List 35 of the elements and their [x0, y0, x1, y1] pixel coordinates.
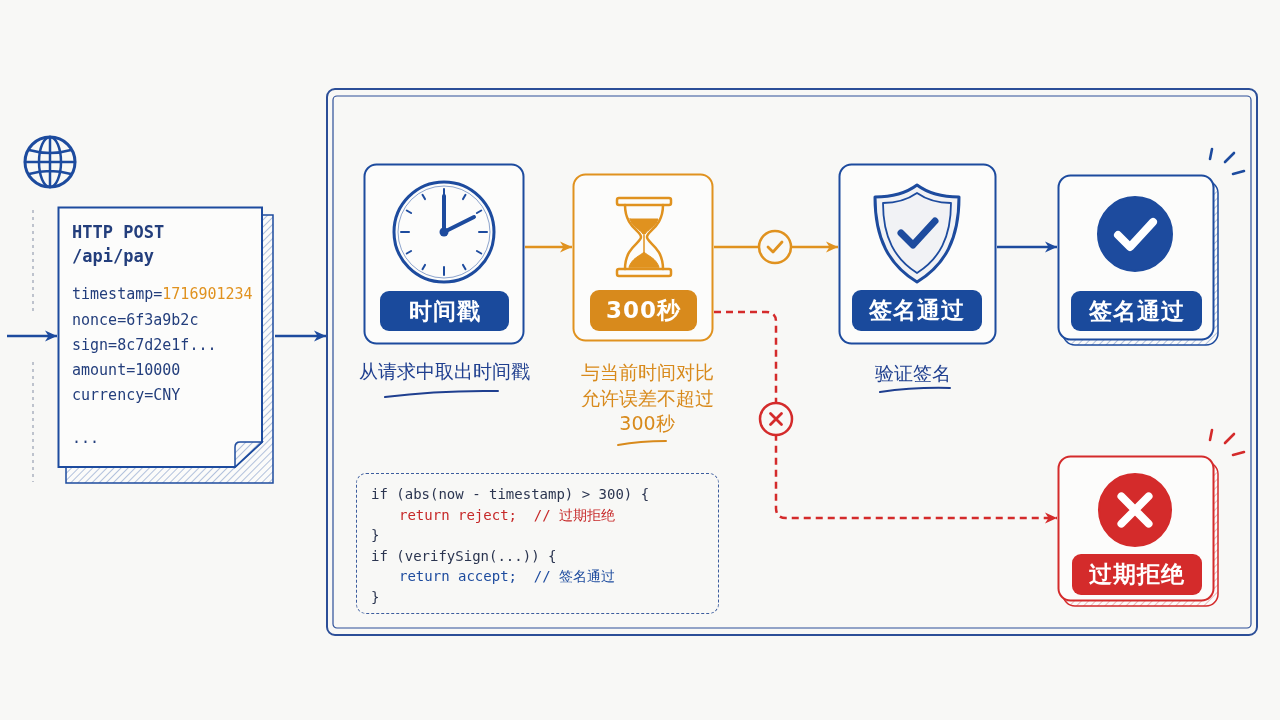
container-panel [326, 88, 1258, 636]
title-tag: 过期拒绝 [1072, 554, 1202, 595]
param-line: sign=8c7d2e1f... [72, 335, 217, 355]
code-line: if (verifySign(...)) { [371, 546, 557, 566]
param-line: amount=10000 [72, 360, 181, 380]
arrow [525, 241, 572, 253]
arrow [997, 241, 1057, 253]
arrow [714, 241, 838, 253]
code-line: } [371, 526, 380, 545]
code-snippet-panel [356, 473, 719, 614]
code-line: return reject; // 过期拒绝 [399, 505, 616, 525]
caption-text: 从请求中取出时间戳 [357, 359, 531, 384]
arrow [7, 330, 57, 342]
process-card [572, 173, 714, 342]
title-tag: 时间戳 [380, 291, 509, 331]
dashed-arrow [714, 310, 1057, 524]
request-heading: HTTP POST /api/pay [72, 221, 166, 268]
process-card [1057, 174, 1220, 347]
title-tag: 300秒 [590, 290, 697, 331]
request-document [57, 206, 275, 485]
param-line: ... [72, 428, 100, 448]
caption-text: 验证签名 [874, 361, 952, 386]
param-line: currency=CNY [72, 385, 181, 405]
title-tag: 签名通过 [852, 290, 982, 331]
process-card [1057, 455, 1220, 608]
code-line: return accept; // 签名通过 [399, 567, 616, 586]
code-line: } [371, 587, 380, 607]
param-line: nonce=6f3a9b2c [72, 310, 199, 330]
title-tag: 签名通过 [1071, 291, 1202, 331]
arrow [275, 330, 326, 342]
process-card [838, 163, 997, 345]
process-card [363, 163, 525, 345]
param-line: timestamp=1716901234 [72, 284, 253, 304]
code-line: if (abs(now - timestamp) > 300) { [371, 485, 650, 504]
caption-text: 与当前时间对比允许误差不超过300秒 [579, 360, 715, 436]
